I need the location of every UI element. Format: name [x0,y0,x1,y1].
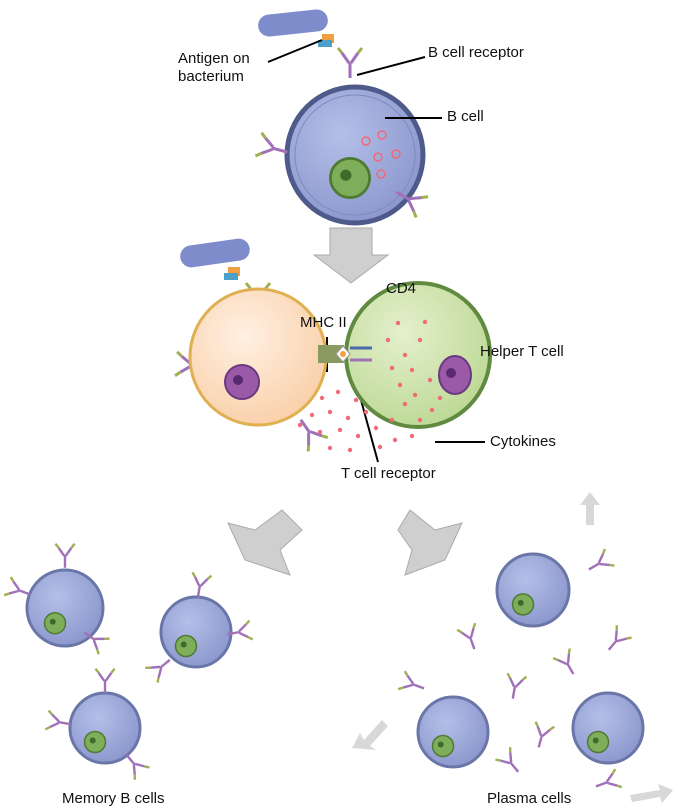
cytokine-dot [327,409,333,415]
antibody-icon [94,667,116,694]
antibody-icon [494,746,527,780]
cytokines [297,319,443,453]
down-arrow-icon [312,227,390,284]
antibody-icon [44,709,74,735]
antigen [318,34,334,47]
cytokine-dot [417,337,423,343]
memory-b-cell [25,568,105,648]
b-cell-receptor-icon [336,46,364,80]
cytokine-dot [355,433,361,439]
antibody-icon [187,571,213,601]
antibody-icon [591,767,624,797]
bacterium [258,9,328,37]
antibody-icon [600,624,633,658]
cytokine-dot [409,433,415,439]
cytokine-dot [319,395,325,401]
cytokine-dot [397,382,403,388]
label-b-cell-receptor: B cell receptor [428,44,524,61]
label-mhc2: MHC II [300,314,347,331]
cytokine-dot [429,407,435,413]
cytokine-dot [363,409,369,415]
cytokine-dot [345,415,351,421]
antigen-presenting-b-cell [188,287,328,427]
cytokine-dot [373,425,379,431]
label-b-cell: B cell [447,108,484,125]
label-memory-b-cells: Memory B cells [62,790,165,807]
label-cd4: CD4 [386,280,417,297]
left-down-arrow-icon [227,509,303,576]
helper-t-cell [344,281,492,429]
cytokine-dot [409,367,415,373]
label-helper-t-cell: Helper T cell [480,343,564,360]
mhc-tcr-complex [318,345,372,363]
memory-b-cell [68,691,142,765]
cytokine-dot [417,417,423,423]
label-cytokines: Cytokines [490,433,556,450]
label-antigen-line1: Antigen on [178,50,250,67]
memory-b-cell [159,595,233,669]
cytokine-dot [353,397,359,403]
label-antigen-line2: bacterium [178,68,244,85]
cytokine-dot [309,412,315,418]
plasma-cell [416,695,490,769]
cytokine-dot [297,422,303,428]
label-plasma-cells: Plasma cells [487,790,572,807]
cytokine-dot [335,389,341,395]
antibody-icon [54,542,76,569]
cytokine-dot [337,427,343,433]
cytokine-dot [347,447,353,453]
antibody-icon [528,720,556,752]
antibody-icon [396,669,429,699]
cytokine-dot [427,377,433,383]
plasma-cell [571,691,645,765]
right-down-arrow-icon [397,509,463,576]
cytokine-dot [422,319,428,325]
cytokine-dot [402,352,408,358]
antibody-icon [502,672,528,702]
bacterium [180,238,250,280]
cytokine-dot [395,320,401,326]
cytokine-dot [412,392,418,398]
cytokine-dot [389,417,395,423]
cytokine-dot [389,365,395,371]
plasma-cell [495,552,571,628]
b-cell [284,84,426,226]
cytokine-dot [402,401,408,407]
cytokine-dot [437,395,443,401]
cytokine-dot [317,429,323,435]
antibody-icon [582,547,616,579]
label-t-cell-receptor: T cell receptor [341,465,436,482]
antibody-icon [455,621,485,654]
cytokine-dot [327,445,333,451]
cytokine-dot [385,337,391,343]
antibody-icon [289,411,330,453]
cytokine-dot [377,444,383,450]
antibody-icon [551,647,583,681]
movement-arrows [352,492,673,803]
cytokine-dot [392,437,398,443]
